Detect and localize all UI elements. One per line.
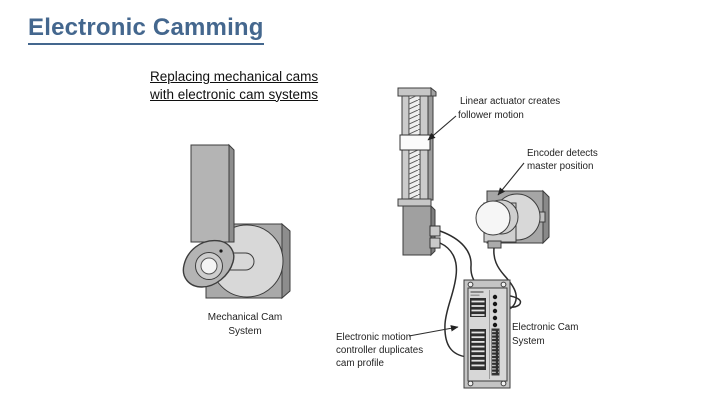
linear-actuator	[397, 86, 441, 257]
actuator-top-cap	[397, 87, 432, 97]
page-title: Electronic Camming	[28, 14, 264, 45]
motor-connector-1	[429, 225, 441, 237]
slide-subtitle: Replacing mechanical cams with electroni…	[150, 68, 318, 103]
electronic-cam-label-line2: System	[512, 336, 545, 347]
subtitle-line-2: with electronic cam systems	[150, 86, 319, 102]
motion-controller	[463, 279, 511, 389]
encoder-label-line1: Encoder detects	[527, 148, 598, 159]
board-silkscreen-mark-1	[470, 291, 484, 293]
controller-label-line2: controller duplicates	[336, 345, 423, 356]
encoder-back-bevel	[542, 189, 550, 245]
board-silkscreen-mark-2	[470, 294, 480, 296]
motor-box-bevel	[281, 222, 291, 300]
controller-label-line1: Electronic motion	[336, 332, 411, 343]
motor-connector-2	[429, 237, 441, 249]
carriage-block	[399, 134, 431, 151]
subtitle-line-1: Replacing mechanical cams	[150, 69, 319, 84]
encoder-disc-front	[475, 200, 511, 236]
terminal-block-top	[470, 298, 486, 317]
leader-linear-actuator	[427, 115, 457, 141]
screw-hole-top-right	[500, 281, 507, 288]
screw-hole-top-left	[467, 281, 474, 288]
encoder-cable-connector	[487, 240, 502, 249]
leader-encoder	[497, 162, 525, 196]
follower-rod-bevel	[228, 143, 235, 243]
encoder-label-line2: master position	[527, 161, 593, 172]
encoder-assembly	[475, 189, 550, 249]
actuator-motor	[402, 205, 432, 256]
screw-hole-bottom-right	[500, 380, 507, 387]
electronic-cam-label-line1: Electronic Cam	[512, 322, 578, 333]
mechanical-label-line1: Mechanical Cam	[208, 312, 282, 323]
follower-rod	[190, 144, 230, 243]
actuator-top-cap-bevel	[430, 86, 437, 97]
mechanical-cam-system	[182, 143, 291, 300]
pin-header-rows	[492, 329, 499, 375]
io-pins	[492, 294, 498, 328]
linear-actuator-label-line1: Linear actuator creates	[460, 96, 560, 107]
screw-hole-bottom-left	[467, 380, 474, 387]
mechanical-label-line2: System	[228, 326, 261, 337]
controller-label-line3: cam profile	[336, 358, 384, 369]
leader-lines	[408, 115, 525, 337]
linear-actuator-label-line2: follower motion	[458, 110, 524, 121]
actuator-bottom-cap	[397, 198, 432, 207]
terminal-block-bottom	[470, 329, 486, 370]
cam-hub-bore	[200, 257, 218, 275]
leader-controller	[408, 325, 459, 337]
cam-pivot-dot	[219, 249, 223, 253]
wire-actuator-bottom	[439, 242, 468, 358]
